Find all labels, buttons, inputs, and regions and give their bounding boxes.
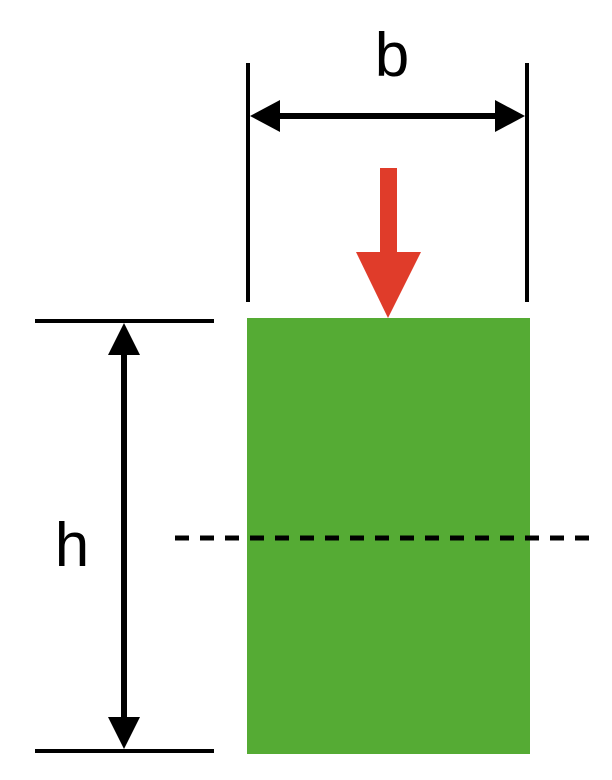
width-label: b bbox=[375, 21, 409, 90]
height-label: h bbox=[55, 511, 89, 580]
arrow-down-icon bbox=[356, 168, 421, 318]
double-headed-horizontal-arrow-icon bbox=[250, 100, 525, 132]
double-headed-vertical-arrow-icon bbox=[108, 323, 140, 749]
